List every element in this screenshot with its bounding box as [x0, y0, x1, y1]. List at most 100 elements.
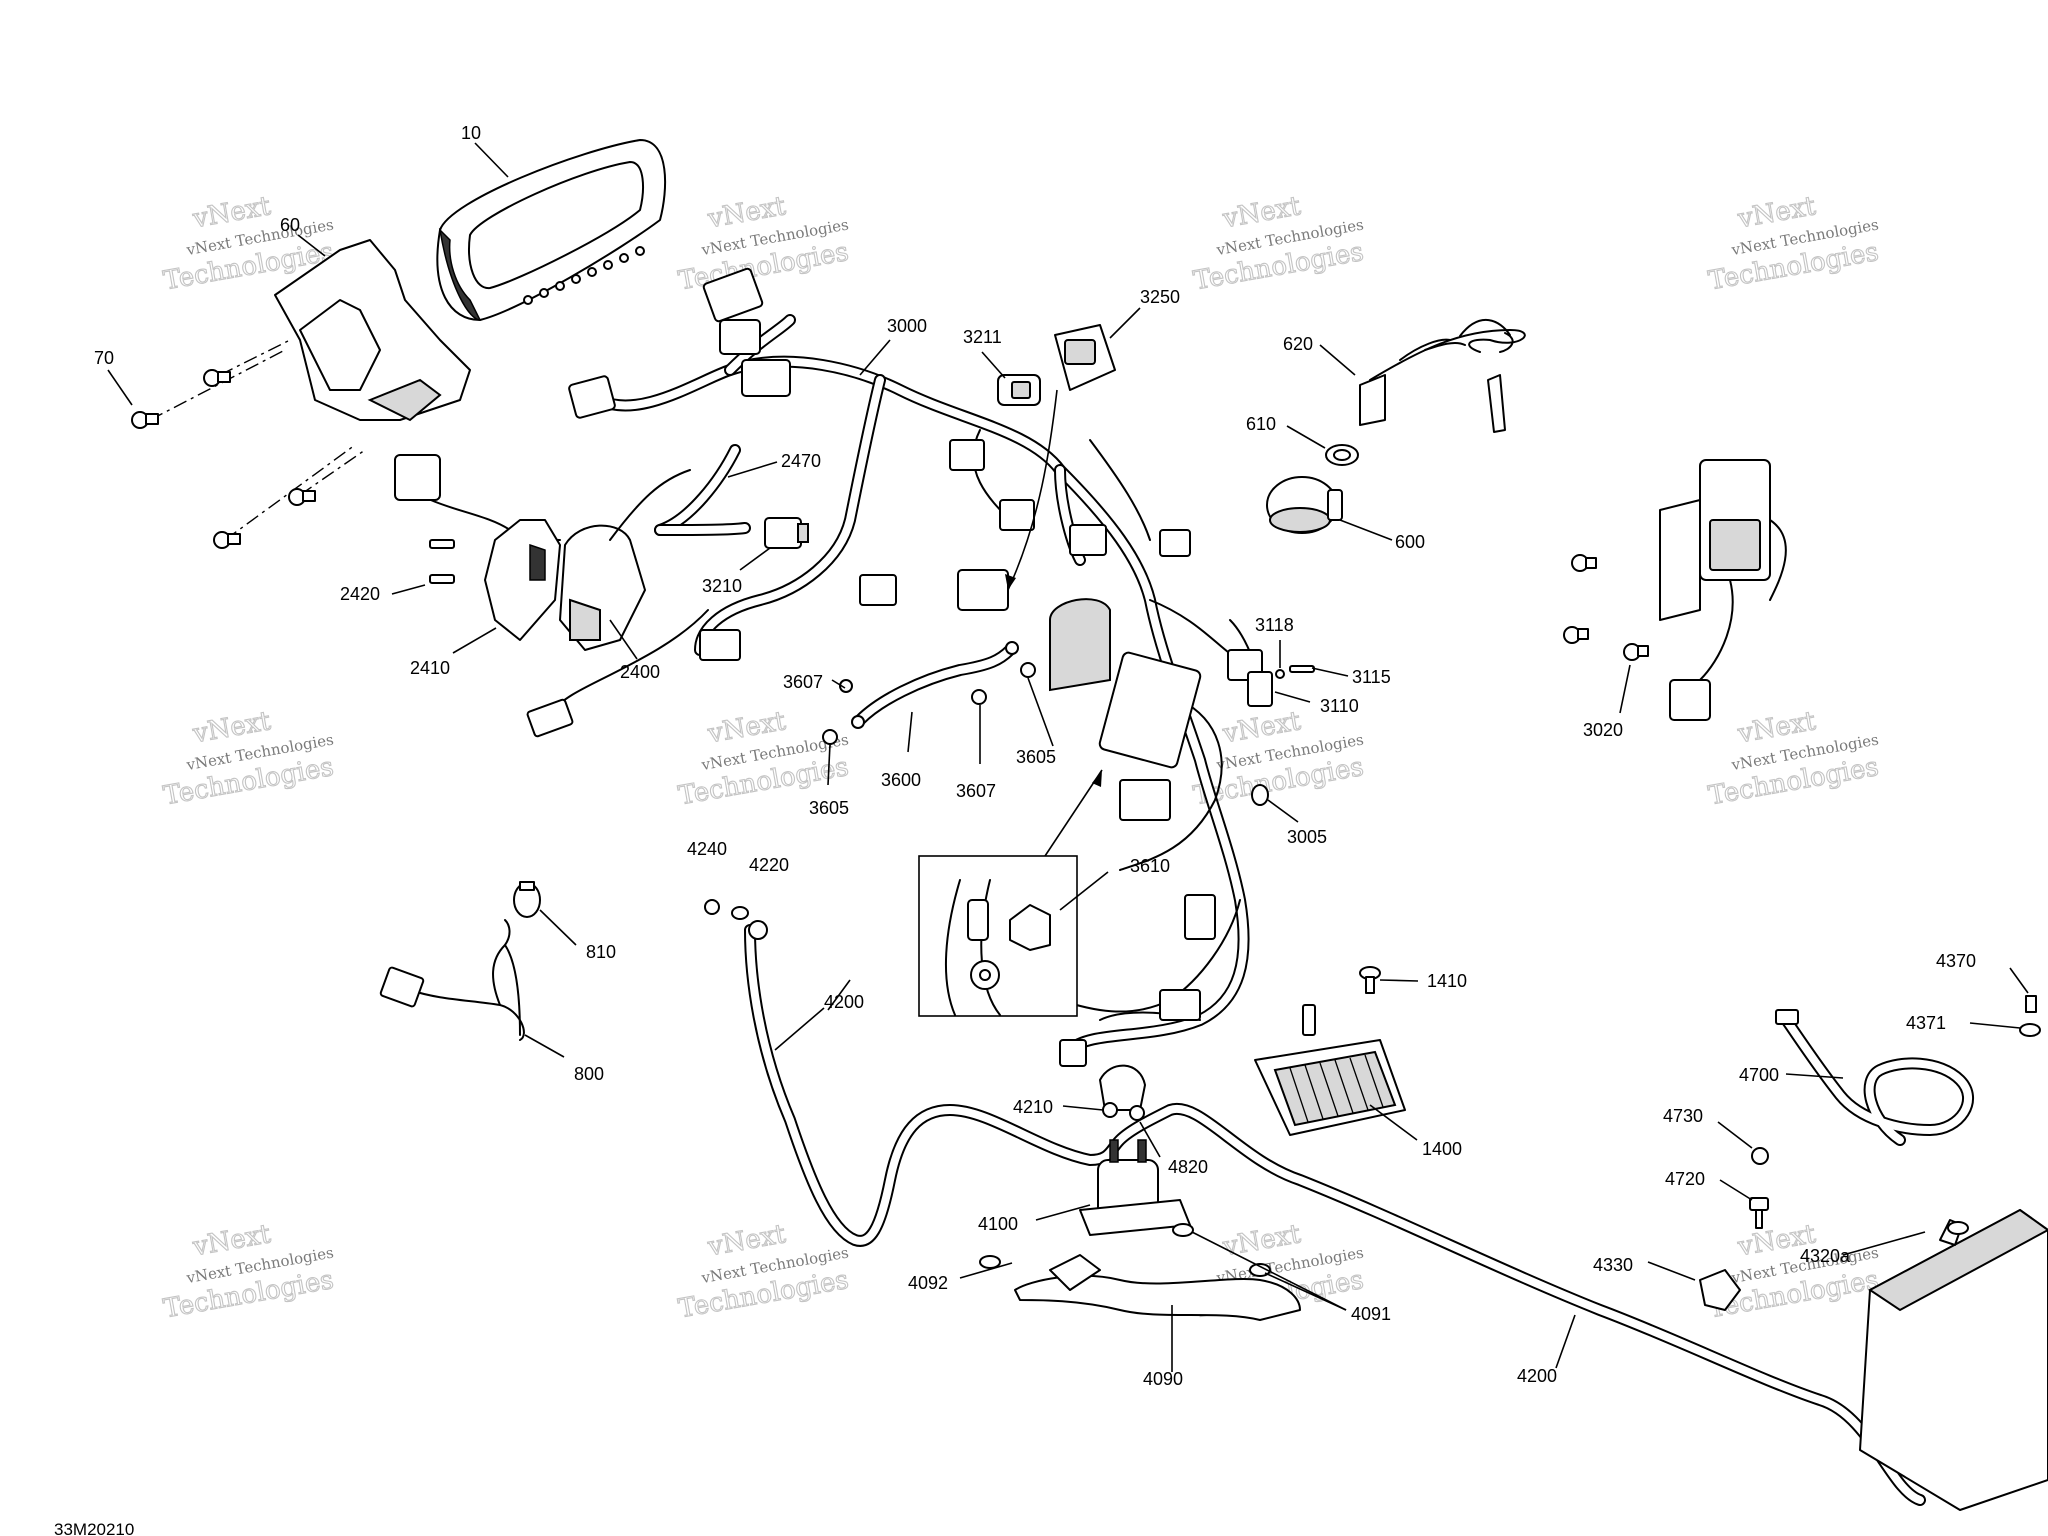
callout-4700: 4700 — [1739, 1065, 1779, 1085]
bracket-screws — [131, 339, 366, 549]
screw-icon — [203, 369, 231, 387]
part-3211[interactable] — [997, 374, 1041, 406]
handlebar-switch-left[interactable] — [394, 454, 561, 641]
screw-icon — [213, 531, 241, 549]
callout-3020: 3020 — [1583, 720, 1623, 740]
cable-4700[interactable] — [1775, 1009, 1974, 1146]
harness-connectors — [568, 267, 1263, 1067]
arrow-3610 — [1044, 769, 1103, 857]
callout-3118: 3118 — [1255, 615, 1294, 635]
callout-4091: 4091 — [1351, 1304, 1391, 1324]
connector — [1059, 1039, 1087, 1067]
watermark: vNext vNext Technologies Technologies — [676, 1219, 852, 1325]
watermark-layer: vNext vNext Technologies Technologies vN… — [161, 191, 1882, 1325]
callout-4100: 4100 — [978, 1214, 1018, 1234]
connector — [859, 574, 897, 606]
small-parts-3110 — [1247, 665, 1315, 806]
connector — [741, 359, 791, 397]
callout-3211: 3211 — [963, 327, 1002, 347]
connector — [702, 267, 764, 323]
callout-4730: 4730 — [1663, 1106, 1703, 1126]
tether-cord-620[interactable] — [1359, 318, 1526, 433]
callout-4240: 4240 — [687, 839, 727, 859]
display-buttons — [523, 246, 645, 305]
callout-2400: 2400 — [620, 662, 660, 682]
callout-4371: 4371 — [1906, 1013, 1946, 1033]
sensor-810[interactable] — [513, 881, 541, 918]
callout-2410: 2410 — [410, 658, 450, 678]
fuse-box — [1098, 651, 1202, 769]
battery[interactable] — [1699, 1208, 2048, 1511]
watermark: vNext vNext Technologies Technologies — [161, 706, 337, 812]
callout-4092: 4092 — [908, 1273, 948, 1293]
connector — [1184, 894, 1216, 940]
callout-3115: 3115 — [1352, 667, 1391, 687]
solenoid-4100[interactable] — [1079, 1139, 1191, 1236]
callout-3250: 3250 — [1140, 287, 1180, 307]
bracket-4090[interactable] — [1014, 1254, 1301, 1321]
ring-610[interactable] — [1325, 444, 1359, 466]
callout-810: 810 — [586, 942, 616, 962]
detail-3610[interactable] — [918, 855, 1078, 1017]
callout-4820: 4820 — [1168, 1157, 1208, 1177]
ground-strap-3600[interactable] — [851, 641, 1019, 729]
callout-3605-a: 3605 — [1016, 747, 1056, 767]
screw-icon — [288, 488, 316, 506]
handlebar-switch-right[interactable] — [559, 469, 691, 651]
connector — [1069, 524, 1107, 556]
actuator-3020[interactable] — [1563, 459, 1787, 721]
switch-3250[interactable] — [1054, 324, 1116, 391]
callout-3610: 3610 — [1130, 856, 1170, 876]
display-bracket[interactable] — [274, 239, 471, 422]
callout-600: 600 — [1395, 532, 1425, 552]
callout-2420: 2420 — [340, 584, 380, 604]
connector — [1159, 989, 1201, 1021]
display-cluster[interactable] — [436, 139, 667, 321]
watermark: vNext vNext Technologies Technologies — [1706, 706, 1882, 812]
screw-icon — [1571, 554, 1597, 572]
callout-4330: 4330 — [1593, 1255, 1633, 1275]
watermark: vNext vNext Technologies Technologies — [1191, 191, 1367, 297]
watermark: vNext vNext Technologies Technologies — [1706, 191, 1882, 297]
connector — [999, 499, 1035, 531]
callout-1410: 1410 — [1427, 971, 1467, 991]
sensor-3210[interactable] — [764, 517, 809, 549]
callout-3605-b: 3605 — [809, 798, 849, 818]
screws-4091-4092 — [979, 1223, 1271, 1277]
screw-icon — [131, 411, 159, 429]
relay-block — [1049, 598, 1111, 692]
watermark: vNext vNext Technologies Technologies — [1706, 1219, 1882, 1325]
callout-3000: 3000 — [887, 316, 927, 336]
callout-3607-a: 3607 — [783, 672, 823, 692]
callout-2470: 2470 — [781, 451, 821, 471]
callout-4200-a: 4200 — [824, 992, 864, 1012]
leader-lines — [107, 142, 2029, 1372]
callout-4200-b: 4200 — [1517, 1366, 1557, 1386]
connector — [949, 439, 985, 471]
nuts-4210-4820 — [1102, 1102, 1145, 1121]
harness-branch-left — [526, 609, 709, 738]
callout-3210: 3210 — [702, 576, 742, 596]
hardware-4700 — [1749, 995, 2041, 1229]
screw-icon — [1623, 643, 1649, 661]
regulator-1400[interactable] — [1254, 1004, 1406, 1136]
callout-labels: 10 60 70 3000 3211 3250 620 610 600 2470… — [94, 123, 1976, 1389]
arrow-3250 — [1005, 389, 1058, 591]
sensor-harness-800[interactable] — [379, 919, 525, 1041]
connector — [394, 454, 441, 501]
callout-620: 620 — [1283, 334, 1313, 354]
nuts-3605-3607 — [822, 662, 1036, 745]
callout-3005: 3005 — [1287, 827, 1327, 847]
callout-3600: 3600 — [881, 770, 921, 790]
callout-70: 70 — [94, 348, 114, 368]
tube-2470[interactable] — [654, 444, 751, 536]
connector — [699, 629, 741, 661]
callout-10: 10 — [461, 123, 481, 143]
callout-610: 610 — [1246, 414, 1276, 434]
connector — [957, 569, 1009, 611]
callout-4210: 4210 — [1013, 1097, 1053, 1117]
watermark: vNext vNext Technologies Technologies — [676, 706, 852, 812]
callout-60: 60 — [280, 215, 300, 235]
ignition-600[interactable] — [1266, 476, 1343, 534]
callout-1400: 1400 — [1422, 1139, 1462, 1159]
